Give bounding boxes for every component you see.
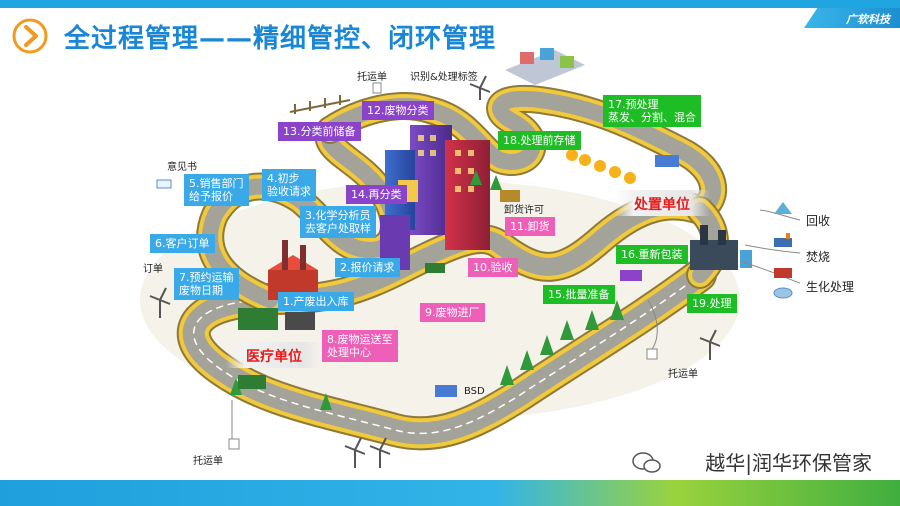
document-icon xyxy=(646,348,658,360)
page-title: 全过程管理——精细管控、闭环管理 xyxy=(64,24,497,54)
document-icon xyxy=(228,438,240,450)
step-8-label: 8.废物运送至 处理中心 xyxy=(322,330,398,362)
disposal-unit-banner: 处置单位 xyxy=(614,190,710,216)
waybill-bottom-text: 托运单 xyxy=(193,456,223,467)
step-5-label: 5.销售部门 给予报价 xyxy=(184,174,249,206)
disposal-plant-building xyxy=(690,225,752,270)
step-3-line2: 去客户处取样 xyxy=(305,222,371,235)
step-8-line2: 处理中心 xyxy=(327,346,371,359)
step-3-line1: 3.化学分析员 xyxy=(305,209,371,222)
step-5-line2: 给予报价 xyxy=(189,190,233,203)
biochemical-icon xyxy=(774,268,792,278)
step-16-label: 16.重新包装 xyxy=(616,245,688,264)
step-5-line1: 5.销售部门 xyxy=(189,177,244,190)
bsd-text: BSD xyxy=(464,386,485,397)
watermark-text: 越华|润华环保管家 xyxy=(705,451,872,475)
step-17-label: 17.预处理 蒸发、分割、混合 xyxy=(603,95,701,127)
step-7-line1: 7.预约运输 xyxy=(179,271,234,284)
chevron-right-icon xyxy=(12,18,48,54)
step-2-label: 2.报价请求 xyxy=(335,258,400,277)
step-17-line1: 17.预处理 xyxy=(608,98,659,111)
step-10-label: 10.验收 xyxy=(468,258,518,277)
step-11-label: 11.卸货 xyxy=(505,217,555,236)
outcome-biochemical: 生化处理 xyxy=(806,280,855,294)
outcome-incineration: 焚烧 xyxy=(806,250,831,264)
brand-tag: 广软科技 xyxy=(804,8,900,28)
recycle-icon xyxy=(774,202,792,214)
step-19-label: 19.处理 xyxy=(687,294,737,313)
storage-depot xyxy=(505,48,585,85)
step-15-label: 15.批量准备 xyxy=(543,285,615,304)
medical-unit-banner: 医疗单位 xyxy=(226,342,322,368)
trucks xyxy=(238,155,679,397)
step-6-label: 6.客户订单 xyxy=(150,234,215,253)
step-3-label: 3.化学分析员 去客户处取样 xyxy=(300,206,376,238)
document-icon xyxy=(372,82,382,94)
step-7-label: 7.预约运输 废物日期 xyxy=(174,268,239,300)
fence xyxy=(289,95,351,114)
order-text: 订单 xyxy=(143,264,163,275)
step-7-line2: 废物日期 xyxy=(179,284,223,297)
step-17-line2: 蒸发、分割、混合 xyxy=(608,111,696,124)
incinerator-icon xyxy=(774,233,792,247)
step-1-label: 1.产废出入库 xyxy=(278,292,354,311)
step-18-label: 18.处理前存储 xyxy=(498,131,581,150)
step-4-line2: 验收请求 xyxy=(267,185,311,198)
city-buildings xyxy=(380,125,490,270)
step-14-label: 14.再分类 xyxy=(346,185,407,204)
trees xyxy=(230,170,624,410)
bottom-bar xyxy=(0,480,900,506)
step-8-line1: 8.废物运送至 xyxy=(327,333,393,346)
medical-unit-building xyxy=(238,240,318,330)
biochemical-tank-icon xyxy=(773,287,793,299)
step-4-label: 4.初步 验收请求 xyxy=(262,169,316,201)
unload-permit-text: 卸货许可 xyxy=(504,205,544,216)
document-icon xyxy=(156,179,172,189)
wind-turbines xyxy=(149,75,721,468)
step-9-label: 9.废物进厂 xyxy=(420,303,485,322)
top-bar xyxy=(0,0,900,8)
step-4-line1: 4.初步 xyxy=(267,172,300,185)
outcome-recycle: 回收 xyxy=(806,214,831,228)
sunflowers xyxy=(566,149,636,184)
brand-text: 广软科技 xyxy=(846,13,890,26)
wechat-icon xyxy=(632,452,661,473)
road-network xyxy=(176,84,729,451)
step-12-label: 12.废物分类 xyxy=(362,101,434,120)
waybill-top-text: 托运单 xyxy=(357,72,387,83)
waybill-right-text: 托运单 xyxy=(668,369,698,380)
step-13-label: 13.分类前储备 xyxy=(278,122,361,141)
identify-label-text: 识别&处理标签 xyxy=(410,72,478,83)
opinion-text: 意见书 xyxy=(167,162,197,173)
